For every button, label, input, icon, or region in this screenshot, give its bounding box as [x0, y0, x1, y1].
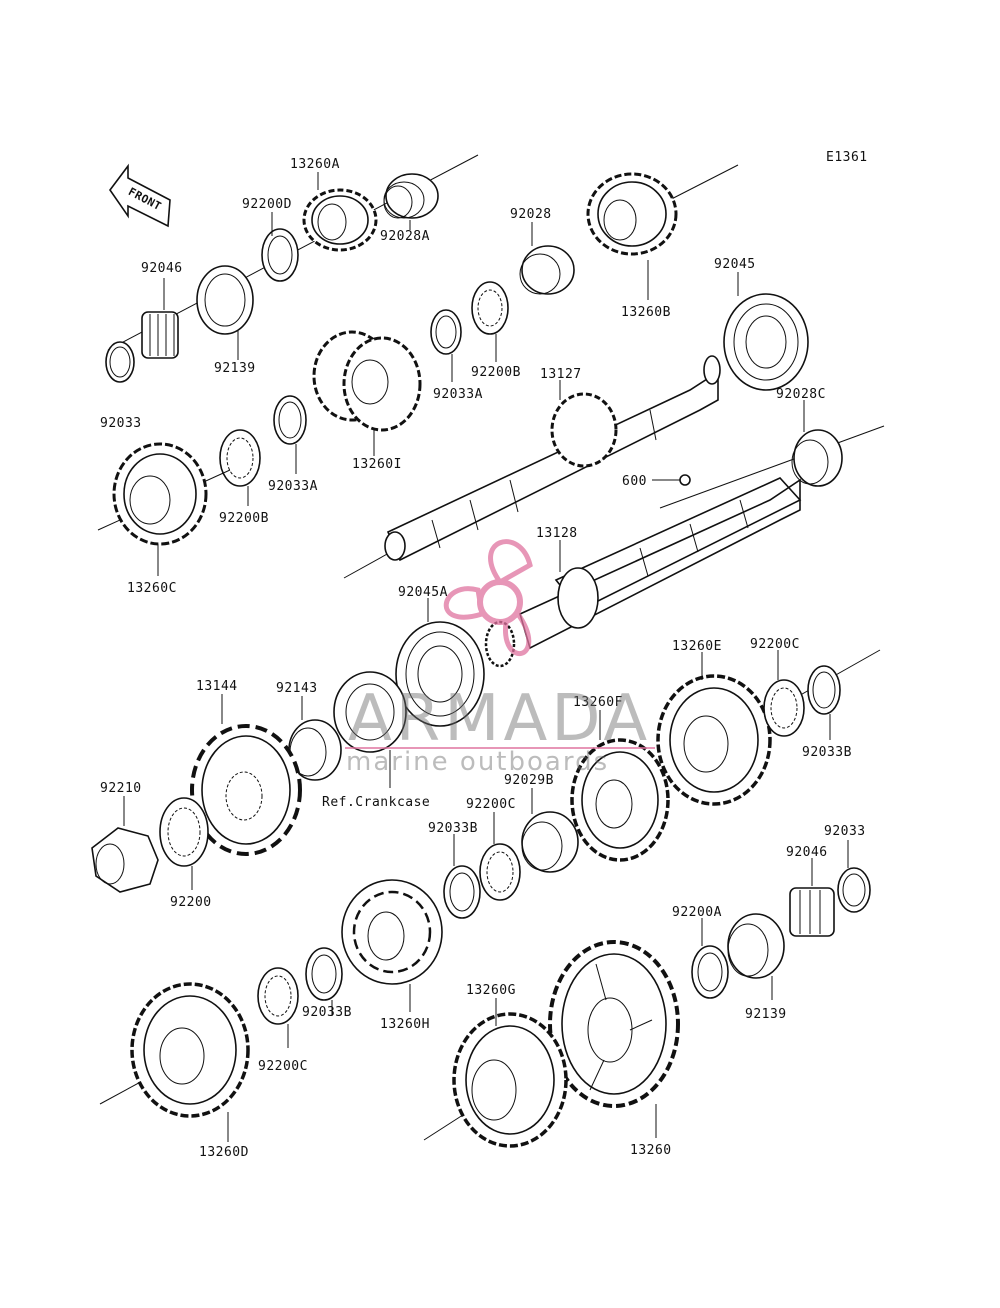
part-label-13260F: 13260F: [573, 695, 623, 710]
oil-seal-part: [333, 671, 407, 753]
snap-ring-part: [443, 865, 481, 919]
front-arrow-icon: FRONT: [109, 163, 171, 228]
part-label-92028A: 92028A: [380, 229, 430, 244]
needle-bearing-part: [141, 311, 179, 359]
spline-washer-part: [219, 429, 261, 487]
spline-washer-part: [763, 679, 805, 737]
part-label-13144: 13144: [196, 679, 238, 694]
reference-note: Ref.Crankcase: [322, 795, 430, 810]
part-label-92033: 92033: [100, 416, 142, 431]
part-label-92200D: 92200D: [242, 197, 292, 212]
propeller-icon: [443, 539, 533, 657]
part-label-13260H: 13260H: [380, 1017, 430, 1032]
part-label-92139: 92139: [745, 1007, 787, 1022]
snap-ring-part: [807, 665, 841, 715]
part-label-92033B: 92033B: [302, 1005, 352, 1020]
part-label-92033A: 92033A: [433, 387, 483, 402]
part-label-13260I: 13260I: [352, 457, 402, 472]
spline-washer-part: [257, 967, 299, 1025]
gear-part-13260D: [99, 982, 250, 1118]
part-label-13260A: 13260A: [290, 157, 340, 172]
part-label-13260G: 13260G: [466, 983, 516, 998]
watermark-brand: ARMADA: [348, 682, 651, 756]
part-label-92210: 92210: [100, 781, 142, 796]
part-label-92200A: 92200A: [672, 905, 722, 920]
part-label-13260B: 13260B: [621, 305, 671, 320]
snap-ring-part: [305, 947, 343, 1001]
gear-part-13260H: [341, 879, 443, 985]
washer-part: [691, 945, 729, 999]
part-label-92033A: 92033A: [268, 479, 318, 494]
snap-ring-part: [430, 309, 462, 355]
snap-ring-part: [273, 395, 307, 445]
washer-part: [261, 228, 299, 282]
part-label-92143: 92143: [276, 681, 318, 696]
part-label-92046: 92046: [141, 261, 183, 276]
drive-shaft-13128: [484, 477, 802, 668]
collar-part: [196, 265, 254, 335]
spline-washer-part: [471, 281, 509, 335]
part-label-92033: 92033: [824, 824, 866, 839]
part-label-13260: 13260: [630, 1143, 672, 1158]
part-label-92200B: 92200B: [471, 365, 521, 380]
gear-part-13260E: [656, 674, 772, 806]
gear-part-13260C: [97, 442, 231, 546]
part-label-92139: 92139: [214, 361, 256, 376]
sprocket-part-13144: [190, 724, 302, 856]
gear-part-13260B: [586, 172, 678, 256]
main-shaft-13127: [343, 355, 721, 579]
snap-ring-part: [837, 867, 871, 913]
part-label-92200: 92200: [170, 895, 212, 910]
bushing-part: [383, 173, 439, 219]
watermark-tagline: marine outboards: [346, 747, 609, 777]
ball-bearing-part: [395, 621, 485, 727]
part-label-92028C: 92028C: [776, 387, 826, 402]
gear-part-13260: [548, 940, 680, 1108]
bushing-part: [519, 245, 575, 295]
part-label-92029B: 92029B: [504, 773, 554, 788]
axis-line: [659, 425, 885, 509]
ball-bearing-part: [723, 293, 809, 391]
part-label-92033B: 92033B: [428, 821, 478, 836]
collar-part: [288, 719, 342, 781]
part-label-13260E: 13260E: [672, 639, 722, 654]
lock-washer-part: [159, 797, 209, 867]
ball-part: [679, 474, 691, 486]
gear-part-13260G: [423, 1012, 568, 1148]
gear-part-13260I: [312, 330, 422, 432]
part-label-92200B: 92200B: [219, 511, 269, 526]
part-label-92033B: 92033B: [802, 745, 852, 760]
nut-part: [91, 827, 159, 893]
part-label-92028: 92028: [510, 207, 552, 222]
collar-part: [727, 913, 785, 979]
gear-part-13260F: [570, 738, 670, 862]
armada-watermark-logo: ARMADA marine outboards: [345, 539, 655, 777]
gear-part-13260A: [302, 188, 378, 252]
diagram-code: E1361: [826, 150, 868, 165]
snap-ring-part: [105, 341, 135, 383]
part-label-600: 600: [622, 474, 647, 489]
part-label-92045A: 92045A: [398, 585, 448, 600]
needle-bearing-part: [521, 811, 579, 873]
part-label-92046: 92046: [786, 845, 828, 860]
part-label-92200C: 92200C: [466, 797, 516, 812]
part-label-13260D: 13260D: [199, 1145, 249, 1160]
part-label-92045: 92045: [714, 257, 756, 272]
part-label-13127: 13127: [540, 367, 582, 382]
bushing-part: [791, 429, 843, 487]
part-label-92200C: 92200C: [258, 1059, 308, 1074]
part-label-13260C: 13260C: [127, 581, 177, 596]
needle-bearing-part: [789, 887, 835, 937]
spline-washer-part: [479, 843, 521, 901]
part-label-13128: 13128: [536, 526, 578, 541]
part-label-92200C: 92200C: [750, 637, 800, 652]
